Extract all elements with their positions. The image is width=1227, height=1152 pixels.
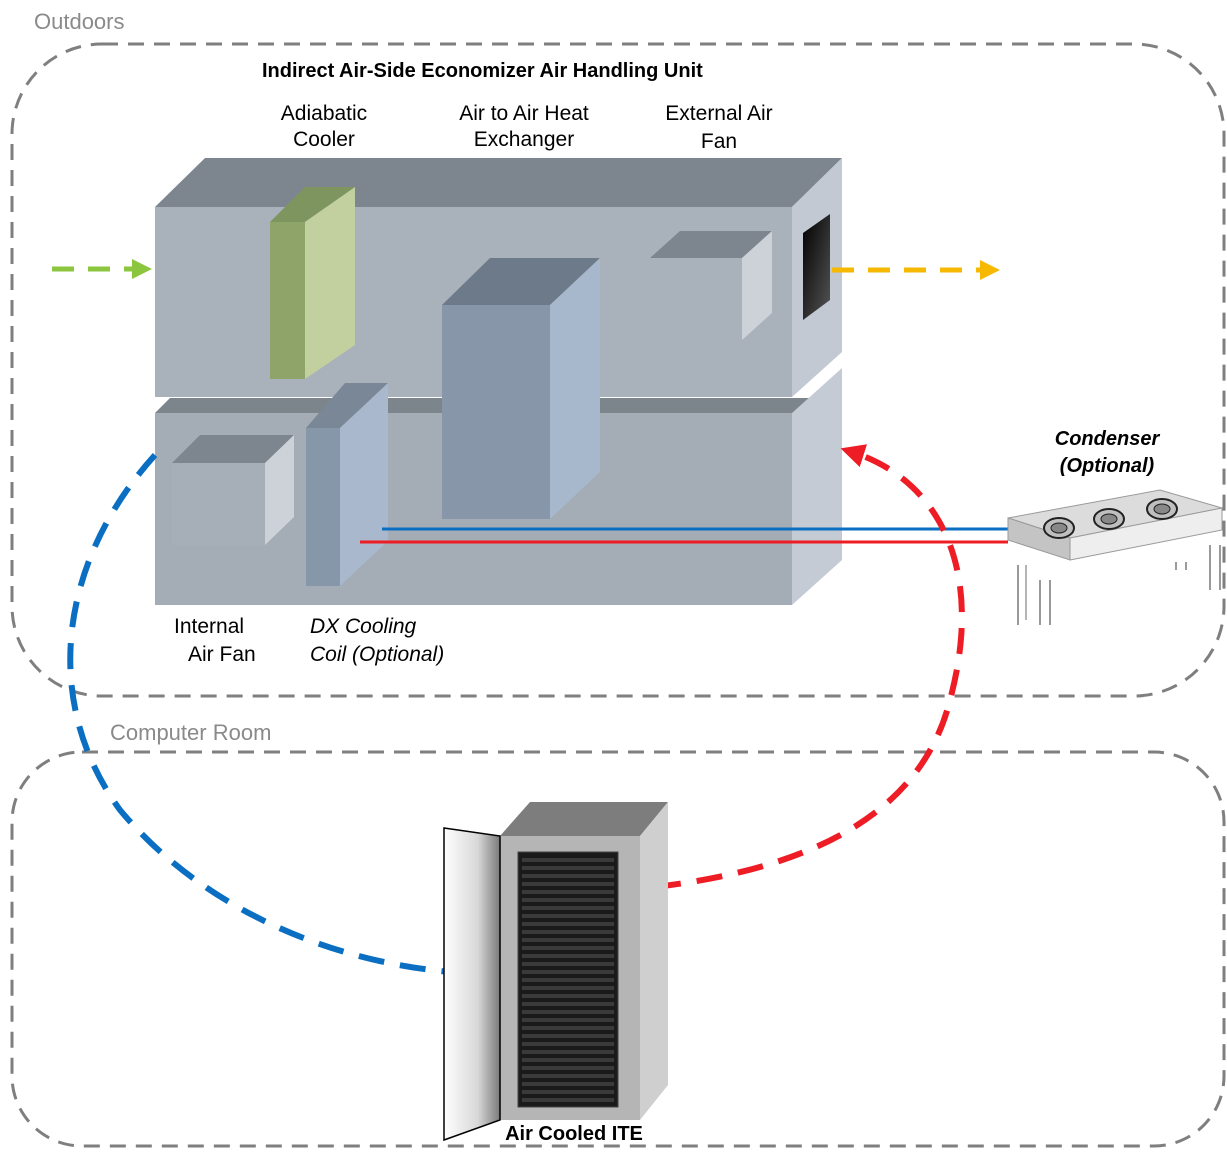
dx-coil-label-line2: Coil (Optional) [310, 643, 444, 666]
adiabatic-cooler [270, 187, 355, 379]
ite-vent-slats [522, 858, 614, 1102]
vent-slat [522, 954, 614, 958]
internal-fan-label-line2: Air Fan [188, 643, 256, 666]
vent-slat [522, 1050, 614, 1054]
vent-slat [522, 1090, 614, 1094]
outdoors-label: Outdoors [34, 9, 125, 34]
heat-exchanger-label-line2: Exchanger [474, 128, 574, 151]
internal-fan-label-line1: Internal [174, 615, 244, 638]
internal-air-fan [172, 435, 294, 545]
external-air-fan [650, 231, 772, 340]
external-fan-label-line2: Fan [701, 130, 737, 153]
vent-slat [522, 1098, 614, 1102]
ite-door [443, 827, 501, 1142]
vent-slat [522, 938, 614, 942]
vent-slat [522, 890, 614, 894]
ite-label: Air Cooled ITE [505, 1123, 643, 1145]
vent-slat [522, 858, 614, 862]
vent-slat [522, 1074, 614, 1078]
dx-cooling-coil [306, 383, 388, 586]
vent-slat [522, 1066, 614, 1070]
supply-air-arrow [67, 452, 550, 985]
adiabatic-cooler-label-line1: Adiabatic [281, 102, 367, 125]
vent-slat [522, 1026, 614, 1030]
vent-slat [522, 1018, 614, 1022]
heat-exchanger [442, 258, 600, 519]
vent-slat [522, 930, 614, 934]
vent-slat [522, 1042, 614, 1046]
vent-slat [522, 978, 614, 982]
heat-exchanger-label-line1: Air to Air Heat [459, 102, 589, 125]
vent-slat [522, 1034, 614, 1038]
condenser-label-line2: (Optional) [1060, 455, 1155, 477]
computer-room-zone-boundary [10, 750, 1226, 1148]
vent-slat [522, 1058, 614, 1062]
vent-slat [522, 906, 614, 910]
condenser-label-line1: Condenser [1055, 428, 1161, 450]
vent-slat [522, 914, 614, 918]
computer-room-label: Computer Room [110, 720, 271, 745]
external-fan-label-line1: External Air [665, 102, 772, 125]
condenser [1007, 489, 1223, 625]
adiabatic-cooler-label-line2: Cooler [293, 128, 355, 151]
outdoors-zone-boundary [10, 42, 1226, 698]
vent-slat [522, 986, 614, 990]
vent-slat [522, 866, 614, 870]
vent-slat [522, 1082, 614, 1086]
vent-slat [522, 874, 614, 878]
vent-slat [522, 994, 614, 998]
vent-slat [522, 1010, 614, 1014]
dx-coil-label-line1: DX Cooling [310, 615, 417, 638]
vent-slat [522, 922, 614, 926]
vent-slat [522, 970, 614, 974]
ahu-title: Indirect Air-Side Economizer Air Handlin… [262, 60, 703, 82]
vent-slat [522, 882, 614, 886]
vent-slat [522, 946, 614, 950]
return-air-arrow [654, 444, 965, 890]
exhaust-vent [803, 214, 830, 320]
vent-slat [522, 898, 614, 902]
vent-slat [522, 1002, 614, 1006]
vent-slat [522, 962, 614, 966]
